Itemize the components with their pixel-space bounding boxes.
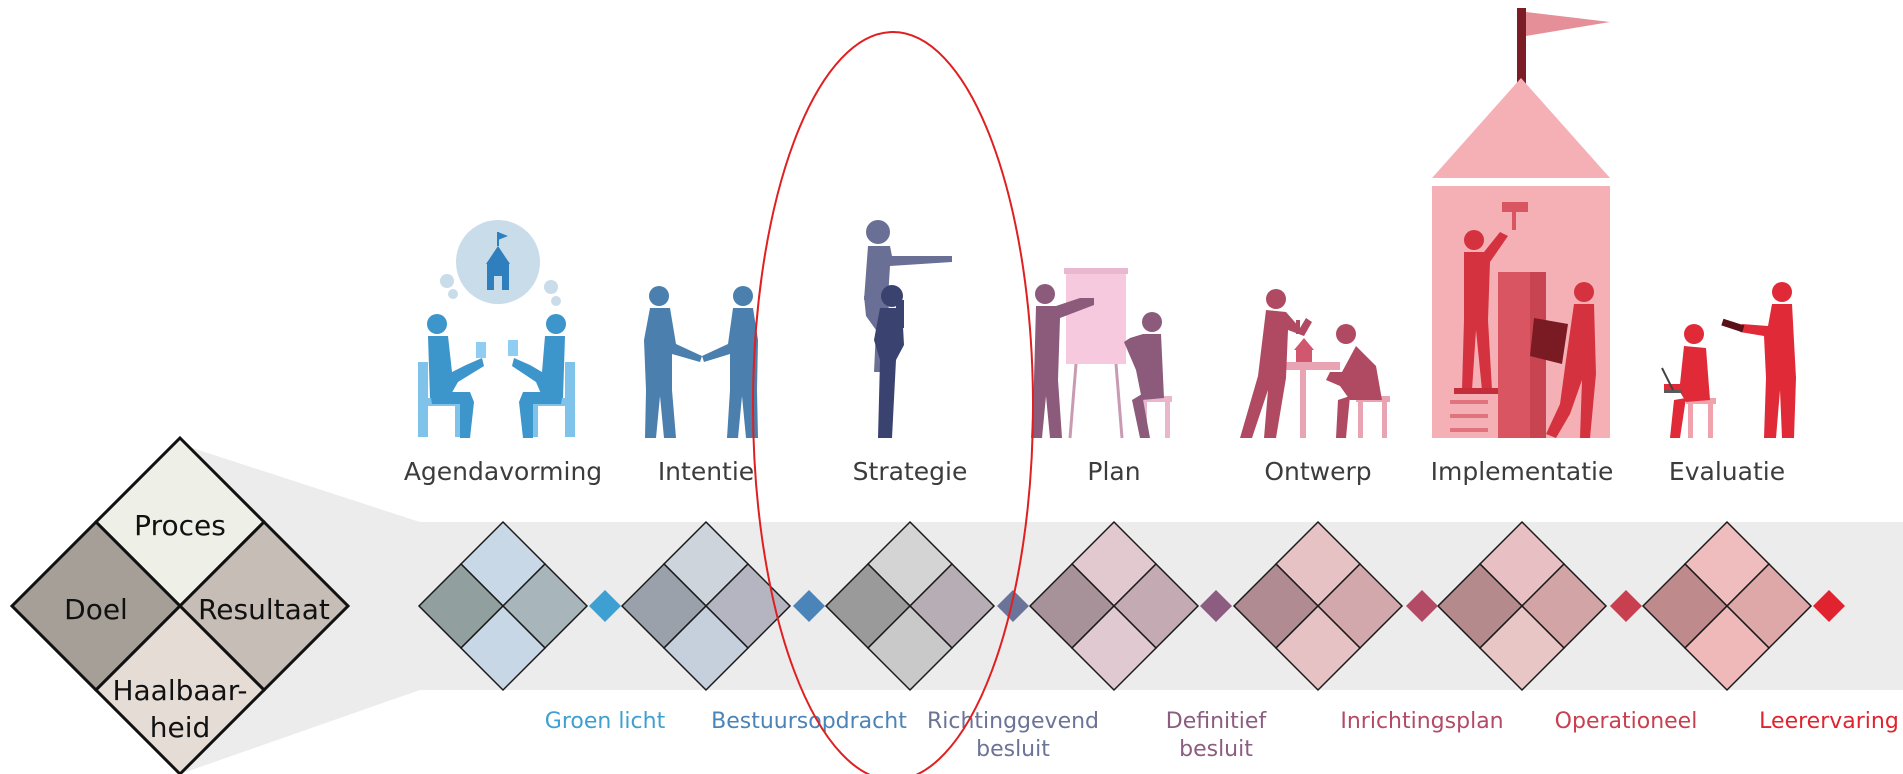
milestone-labels: Groen licht Bestuursopdracht Richtinggev…	[545, 709, 1899, 762]
milestone-marker-5	[1406, 590, 1438, 622]
person-icon	[1031, 284, 1094, 438]
person-icon	[1454, 230, 1508, 394]
evaluatie-illustration	[1661, 282, 1796, 438]
milestone-markers	[589, 590, 1845, 622]
agendavorming-illustration	[418, 220, 575, 438]
phase-diamond-quadrant	[459, 604, 547, 692]
person-icon	[874, 285, 904, 438]
phase-diamonds	[417, 520, 1813, 692]
paint-roller-icon	[1502, 202, 1528, 230]
person-icon	[1240, 289, 1312, 438]
phase-label-intentie: Intentie	[658, 457, 754, 486]
intentie-illustration	[644, 286, 758, 438]
milestone-label-operationeel: Operationeel	[1555, 709, 1698, 734]
person-icon	[644, 286, 702, 438]
flag-pole	[1517, 8, 1526, 84]
phase-diamond-2	[620, 520, 792, 692]
milestone-label-bestuursopdracht: Bestuursopdracht	[711, 709, 907, 734]
milestone-marker-7	[1813, 590, 1845, 622]
milestone-label-besluit-2: besluit	[1179, 737, 1253, 762]
person-icon	[1326, 324, 1382, 438]
legend-bottom-label-2: heid	[150, 711, 211, 744]
plan-illustration	[1031, 268, 1172, 439]
phase-diamond-quadrant	[1274, 604, 1362, 692]
milestone-marker-6	[1610, 590, 1642, 622]
castle-icon	[486, 232, 510, 290]
milestone-marker-1	[589, 590, 621, 622]
phase-diamond-1	[417, 520, 589, 692]
milestone-marker-2	[793, 590, 825, 622]
phase-label-plan: Plan	[1087, 457, 1140, 486]
person-icon	[427, 314, 486, 438]
person-icon	[508, 314, 566, 438]
person-icon	[1546, 282, 1596, 438]
phase-label-agendavorming: Agendavorming	[404, 457, 602, 486]
phase-diamond-quadrant	[1478, 604, 1566, 692]
phase-diamond-3	[824, 520, 996, 692]
phase-diamond-quadrant	[1070, 604, 1158, 692]
phase-diamond-5	[1232, 520, 1404, 692]
person-icon	[1740, 282, 1796, 438]
ontwerp-illustration	[1240, 289, 1390, 438]
legend-diamond: Proces Doel Resultaat Haalbaar- heid	[9, 435, 351, 774]
implementatie-illustration	[1432, 8, 1610, 438]
phase-diamond-quadrant	[662, 604, 750, 692]
legend-right-label: Resultaat	[198, 593, 330, 626]
milestone-label-besluit-1: besluit	[976, 737, 1050, 762]
milestone-marker-3	[997, 590, 1029, 622]
phase-label-strategie: Strategie	[853, 457, 968, 486]
milestone-label-leerervaring: Leerervaring	[1759, 709, 1899, 734]
box-icon	[1530, 318, 1568, 364]
phase-label-ontwerp: Ontwerp	[1264, 457, 1371, 486]
legend-top-label: Proces	[134, 509, 226, 542]
milestone-label-definitief: Definitief	[1166, 709, 1268, 734]
clipboard-icon	[1721, 318, 1745, 333]
phase-diamond-quadrant	[866, 604, 954, 692]
laptop-icon	[1661, 367, 1682, 393]
milestone-label-inrichtingsplan: Inrichtingsplan	[1340, 709, 1503, 734]
phase-diamond-6	[1436, 520, 1608, 692]
person-icon	[702, 286, 758, 438]
milestone-marker-4	[1200, 590, 1232, 622]
phase-label-evaluatie: Evaluatie	[1669, 457, 1785, 486]
building-model-icon	[1294, 338, 1314, 362]
milestone-label-groen-licht: Groen licht	[545, 709, 666, 734]
strategie-illustration	[864, 220, 952, 438]
phase-diamond-7	[1641, 520, 1813, 692]
highlight-ellipse	[752, 31, 1034, 774]
phase-label-implementatie: Implementatie	[1431, 457, 1614, 486]
milestone-label-richtinggevend: Richtinggevend	[927, 709, 1099, 734]
phase-diamond-quadrant	[1683, 604, 1771, 692]
person-icon	[1664, 324, 1710, 438]
person-icon	[1124, 312, 1164, 438]
flag	[1526, 12, 1610, 36]
legend-bottom-label-1: Haalbaar-	[112, 674, 247, 707]
phase-labels: Agendavorming Intentie Strategie Plan On…	[404, 457, 1785, 486]
legend-left-label: Doel	[64, 593, 128, 626]
flip-chart	[1066, 272, 1126, 364]
phase-diamond-4	[1028, 520, 1200, 692]
house-roof	[1432, 78, 1610, 178]
